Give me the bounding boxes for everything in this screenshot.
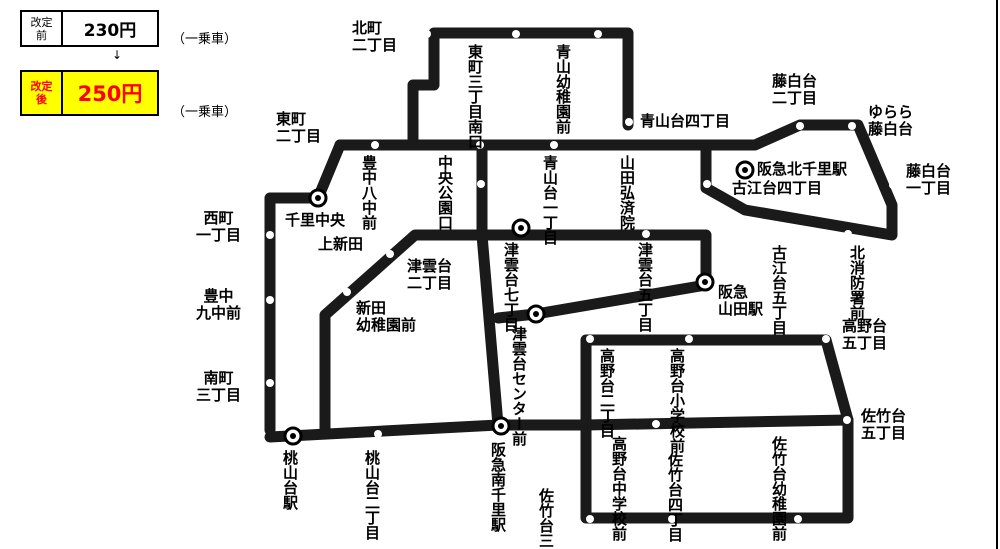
- stop-aoyamadai1: 青山台一丁目: [541, 155, 559, 245]
- stop-toyonaka8: 豊中八中前: [360, 155, 378, 230]
- stop-satakedai3: 佐竹台三丁目: [537, 488, 555, 549]
- stop-tsukumodai-center: 津雲台センター前: [510, 326, 528, 446]
- fare-before-note: （一乗車）: [172, 32, 238, 47]
- stop-minamimachi: 南町 三丁目: [196, 369, 242, 404]
- stop-higashimachi: 東町 二丁目: [276, 110, 322, 145]
- stop-fujishirodai1: 藤白台 一丁目: [906, 162, 952, 197]
- route-kitasenri-loop: [700, 119, 898, 241]
- route-shinden: [319, 229, 488, 436]
- route-outer-west: [264, 192, 324, 436]
- stop-satakedai4: 佐竹台四丁目: [666, 452, 684, 542]
- stop-higashimachi3: 東町三丁目南口: [466, 44, 484, 149]
- stop-kamishinden: 上新田: [318, 235, 364, 253]
- fare-change-arrow: ↓: [112, 48, 123, 62]
- stop-chuo-koen: 中央公園口: [436, 155, 454, 230]
- stop-senri-chuo: 千里中央: [285, 211, 346, 229]
- stop-takanodai5: 高野台 五丁目: [842, 317, 888, 352]
- fare-before-label: 改定 前: [20, 10, 63, 47]
- stop-tsukumodai7: 津雲台七丁目: [502, 242, 520, 332]
- fare-after-label: 改定 後: [20, 70, 63, 116]
- stop-momoyamadai2: 桃山台二丁目: [363, 450, 381, 540]
- stop-tsukumodai2: 津雲台 二丁目: [407, 257, 453, 292]
- stop-yamada-kosaiin: 山田弘済院: [618, 155, 636, 230]
- stop-fujishirodai2: 藤白台 二丁目: [772, 72, 818, 107]
- stop-hankyu-yamada: 阪急 山田駅: [718, 283, 764, 318]
- station-centers: [290, 167, 748, 439]
- fare-after-amount: 250円: [61, 70, 159, 116]
- stop-shinden-yochien: 新田 幼稚園前: [356, 299, 417, 334]
- stop-furuedai5: 古江台五丁目: [770, 245, 788, 335]
- fare-after-note: （一乗車）: [172, 105, 238, 120]
- stop-furuedai4: 古江台四丁目: [732, 179, 823, 197]
- route-south: [264, 414, 854, 443]
- stop-takanodai2: 高野台二丁目: [598, 348, 616, 438]
- stop-hankyu-kitasenri: 阪急北千里駅: [757, 160, 848, 178]
- fare-before-table: 改定 前 230円: [20, 10, 159, 47]
- fare-after-table: 改定 後 250円: [20, 70, 159, 116]
- stop-hankyu-minamisenri: 阪急南千里駅: [489, 442, 507, 532]
- stop-aoyamadai4: 青山台四丁目: [640, 112, 731, 130]
- stop-kitashoboshomae: 北消防署前: [848, 245, 866, 320]
- stop-takano-chugakko: 高野台中学校前: [610, 436, 628, 541]
- stop-yurara: ゆらら 藤白台: [868, 103, 914, 138]
- stop-tsukumodai5: 津雲台五丁目: [636, 242, 654, 332]
- right-border-line: [996, 0, 998, 549]
- route-takano-loop: [580, 334, 854, 524]
- stop-kitamachi: 北町 二丁目: [352, 19, 398, 54]
- stop-satakedai5: 佐竹台 五丁目: [861, 407, 907, 442]
- fare-before-amount: 230円: [61, 10, 159, 47]
- stop-markers: [266, 30, 897, 523]
- stop-takano-shogakko: 高野台小学校前: [668, 348, 686, 453]
- route-chuo-south: [476, 139, 504, 431]
- stop-satake-yochien: 佐竹台幼稚園前: [770, 436, 788, 541]
- stop-momoyamadai-eki: 桃山台駅: [281, 450, 299, 510]
- stop-nishimachi: 西町 一丁目: [196, 209, 242, 244]
- stop-aoyama-yochien: 青山幼稚園前: [554, 44, 572, 134]
- stop-toyonaka9: 豊中 九中前: [196, 287, 242, 322]
